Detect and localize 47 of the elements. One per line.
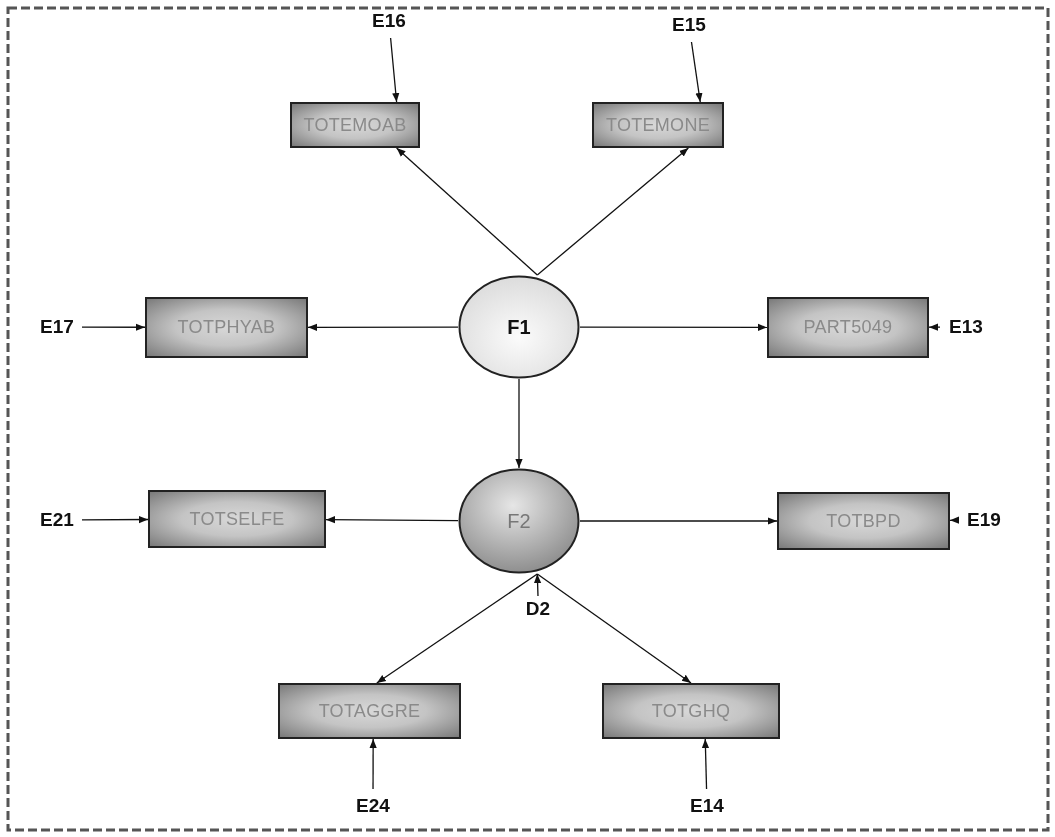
latent-factor-ellipse: [458, 468, 580, 574]
arrow: [307, 323, 459, 331]
arrow: [536, 147, 689, 276]
node-label: TOTSELFE: [189, 508, 285, 530]
arrow: [949, 516, 960, 524]
observed-variable-box: [145, 297, 308, 358]
arrow: [536, 573, 692, 684]
observed-variable-box: [290, 102, 420, 148]
observed-variable-box: [592, 102, 724, 148]
arrow: [389, 37, 400, 103]
node-label: TOTPHYAB: [177, 317, 276, 338]
error-term-label: E19: [967, 509, 1001, 531]
arrow: [701, 738, 710, 790]
error-term-label: E14: [690, 795, 724, 817]
arrow: [325, 516, 459, 524]
arrow: [534, 573, 542, 597]
error-term-label: E24: [356, 795, 390, 817]
node-label: PART5049: [803, 317, 893, 338]
node-label: F2: [507, 509, 531, 533]
arrow: [928, 323, 941, 331]
error-term-label: E17: [40, 316, 74, 338]
arrow: [515, 378, 523, 469]
arrow: [579, 517, 778, 525]
observed-variable-box: [602, 683, 780, 739]
arrow: [376, 573, 538, 684]
error-term-label: D2: [525, 598, 551, 620]
node-label: TOTAGGRE: [318, 700, 421, 722]
node-label: TOTEMONE: [605, 114, 711, 136]
observed-variable-box: [777, 492, 950, 550]
observed-variable-box: [278, 683, 461, 739]
arrow: [579, 323, 768, 331]
node-label: TOTEMOAB: [303, 114, 407, 136]
node-label: TOTGHQ: [651, 700, 731, 722]
error-term-label: E21: [40, 509, 74, 531]
arrow: [690, 41, 703, 103]
error-term-label: E16: [372, 10, 406, 32]
error-term-label: E15: [672, 14, 706, 36]
node-label: F1: [507, 315, 531, 339]
observed-variable-box: [148, 490, 326, 548]
arrow: [81, 515, 149, 524]
observed-variable-box: [767, 297, 929, 358]
latent-factor-ellipse: [458, 275, 580, 379]
error-term-label: E13: [949, 316, 983, 338]
arrow: [81, 323, 146, 331]
arrow: [395, 147, 538, 276]
arrow: [369, 738, 377, 790]
node-label: TOTBPD: [826, 510, 901, 532]
